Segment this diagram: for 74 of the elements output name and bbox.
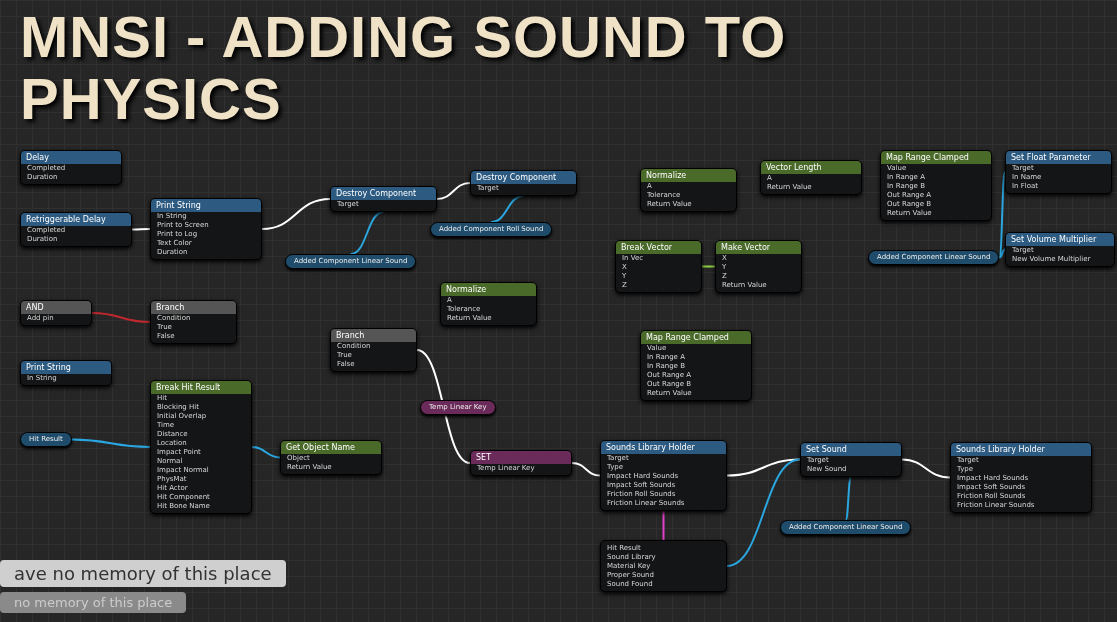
text-banner: no memory of this place [0,592,187,613]
wire [844,476,852,521]
node-title: Retriggerable Delay [21,213,131,226]
variable-node [430,222,553,237]
function-node [280,440,382,475]
text-banner: ave no memory of this place [0,560,286,587]
variable-node [868,250,1000,265]
function-node [470,170,577,196]
title: MNSI - ADDING SOUND TO PHYSICS [20,6,788,130]
node-title: Map Range Clamped [641,331,751,344]
node-title: Print String [151,199,261,212]
wire [91,312,151,323]
node-title: Make Vector [716,241,801,254]
node-title: Set Float Parameter [1006,151,1111,164]
function-node [150,300,237,344]
function-node [20,212,132,247]
variable-node [20,432,72,447]
wire [701,265,716,268]
variable-node [420,400,496,415]
node-title: Delay [21,151,121,164]
wire [662,510,665,541]
wire [251,446,281,459]
function-node [150,198,262,260]
function-node [760,160,862,195]
wire [726,458,801,567]
node-title: Destroy Component [471,171,576,184]
node-title: Destroy Component [331,187,436,200]
variable-node [780,520,912,535]
node-title: Branch [331,329,416,342]
function-node [880,150,992,221]
wire [490,195,525,223]
function-node [330,186,437,212]
node-title: Sounds Library Holder [601,441,726,454]
node-title: Map Range Clamped [881,151,991,164]
node-title: Normalize [641,169,736,182]
node-title: AND [21,301,91,314]
node-title: Get Object Name [281,441,381,454]
wire [571,462,601,477]
function-node [640,330,752,401]
node-title: Normalize [441,283,536,296]
function-node [615,240,702,293]
wire [261,198,331,230]
node-title: Branch [151,301,236,314]
variable-node [285,254,417,269]
function-node [330,328,417,372]
node-title: Set Volume Multiplier [1006,233,1114,246]
function-node [640,168,737,212]
wire [901,458,951,479]
wire [70,438,151,448]
node-title: Break Vector [616,241,701,254]
function-node [470,450,572,476]
node-title: Break Hit Result [151,381,251,394]
node-title: Sounds Library Holder [951,443,1091,456]
node-title: Vector Length [761,161,861,174]
function-node [20,360,112,386]
function-node [20,150,122,185]
node-title: Set Sound [801,443,901,456]
function-node [600,540,727,592]
wire [998,248,1006,259]
wire [416,349,471,464]
function-node [1005,150,1112,194]
function-node [800,442,902,477]
function-node [150,380,252,514]
function-node [1005,232,1115,267]
wire [436,182,471,200]
wire [131,228,151,231]
node-title: SET [471,451,571,464]
function-node [715,240,802,293]
node-title: Print String [21,361,111,374]
function-node [950,442,1092,513]
wire [349,211,385,255]
function-node [440,282,537,326]
function-node [600,440,727,511]
function-node [20,300,92,326]
